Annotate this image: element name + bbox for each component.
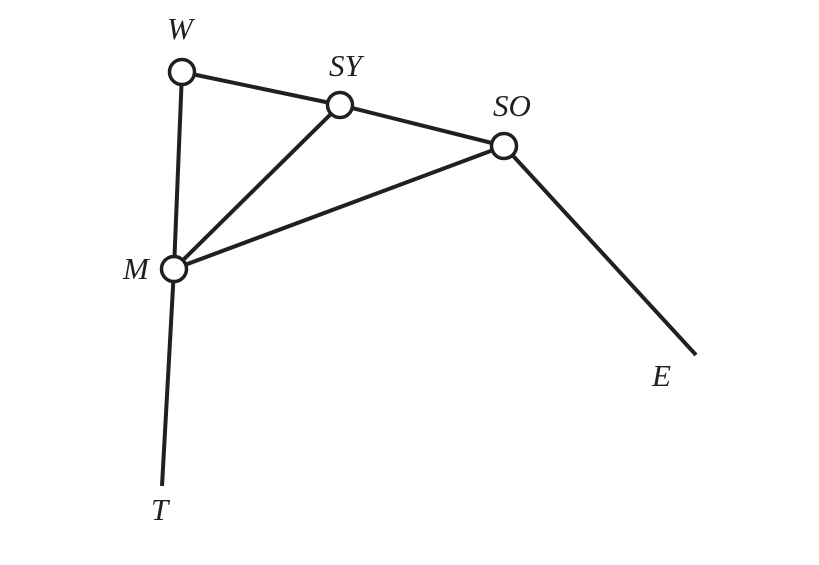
edge-sy-so — [339, 103, 505, 148]
label-w: W — [167, 11, 196, 46]
edge-w-m — [172, 71, 184, 270]
node-m — [159, 254, 189, 284]
edge-w-sy — [181, 70, 341, 107]
label-t: T — [151, 492, 171, 527]
node-so — [489, 131, 519, 161]
edge-so-m — [173, 144, 505, 271]
label-sy: SY — [329, 48, 365, 83]
edge-m-t — [160, 268, 176, 487]
label-e: E — [651, 358, 671, 393]
edge-sy-m — [172, 103, 342, 271]
node-sy — [325, 90, 355, 120]
label-m: M — [122, 251, 151, 286]
node-w — [167, 57, 197, 87]
label-so: SO — [493, 88, 531, 123]
edge-so-e — [502, 144, 698, 357]
